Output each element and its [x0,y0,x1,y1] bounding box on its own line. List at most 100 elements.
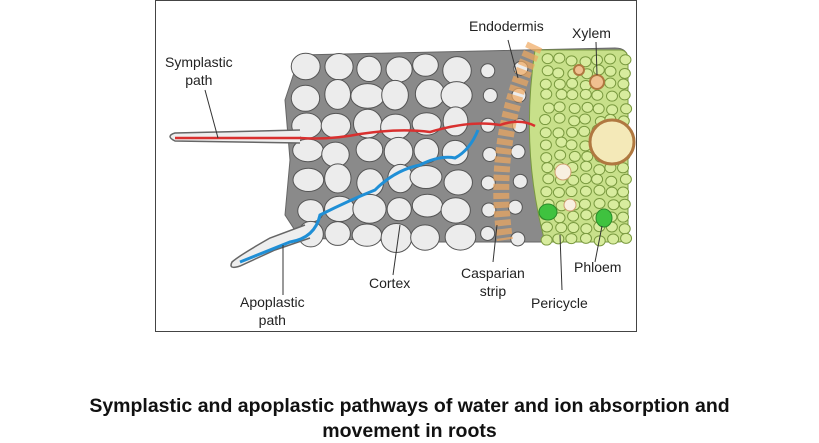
stele-cell [617,162,630,174]
casparian-strip [493,41,543,242]
stele-cell [607,199,620,211]
stele-cell [553,78,566,90]
cortex-cell [481,202,497,218]
stele-cell [605,90,618,102]
cortex-cell [386,197,412,222]
stele-cell [580,223,593,235]
stele-cell [578,198,591,210]
stele-cell [540,88,553,100]
cortex-cell [414,79,446,109]
stele-cell [604,53,617,65]
stele-cell [568,150,581,162]
stele-cell [539,127,552,139]
stele-cell [580,160,593,172]
stele-cell [540,186,553,198]
cortex-cell [411,112,442,136]
stele-cell [540,234,553,246]
cortex-cell [442,106,469,137]
stele-cell [553,101,566,113]
stele-cell [579,56,592,68]
label-endodermis: Endodermis [469,18,544,34]
stele-cell [579,185,592,197]
stele-cell [620,103,633,115]
cortex-cell [443,169,473,196]
cortex-cell [383,136,414,167]
cortex-cell [480,225,496,241]
label-pericycle: Pericycle [531,295,588,311]
stele-cell [606,104,619,116]
stele-cell [566,126,579,138]
stele-cell [618,198,631,210]
cortex-cell [352,193,387,224]
stele-cell [540,152,553,164]
stele-cell [578,113,591,125]
cortex-cell [324,78,352,110]
stele-cell [605,175,618,187]
stele-cell [579,232,592,244]
stele-cell [591,173,604,185]
stele-cell [555,136,568,148]
cortex-cell [355,137,384,163]
stele-cell [579,173,592,185]
stele-cell [555,88,568,100]
stele-cell [617,211,630,223]
cortex-cell [412,53,439,77]
cortex-cell [482,146,498,162]
stele-cell [553,52,566,64]
cortex-cell [321,141,350,168]
stele-cell [605,186,618,198]
stele-cell [565,233,578,245]
stele-cell [555,222,568,234]
cortex-cell [324,163,352,194]
stele-cell [566,89,579,101]
xylem-vessel [554,163,572,181]
cortex-cell [290,52,321,81]
cortex-cell [324,52,354,81]
label-casparian-strip: Casparian strip [461,265,525,299]
cortex-cell [510,231,526,247]
stele-cell [604,77,617,89]
cortex-cell [411,193,444,218]
cortex-cell [381,79,409,111]
phloem-cell [538,203,558,221]
stele-cell [578,125,591,137]
stele-cell [541,53,554,65]
stele-cell [619,54,632,66]
stele-cell [619,173,632,185]
xylem-vessel [573,64,585,76]
cortex-cell [350,83,385,109]
stele-cell [541,65,554,77]
stele-cell [567,210,580,222]
stele-cell [620,232,633,244]
stele-cell [539,78,552,90]
caption-line-2: movement in roots [322,420,497,442]
label-apoplastic-path: Apoplastic path [240,294,305,328]
stele-cell [593,184,606,196]
cortex-cell [351,223,383,247]
cortex-cell [356,55,382,83]
cortex-cell [292,167,325,193]
stele-cell [565,186,578,198]
cortex-cell [324,221,351,246]
stele-cell [565,55,578,67]
stele-cell [541,162,554,174]
stele-cell [542,173,555,185]
symplastic-pathway [175,120,536,140]
cortex-cell [385,56,413,83]
stele-cell [604,65,617,77]
diagram-frame [155,0,637,332]
stele-cell [552,187,565,199]
stele-cell [591,89,604,101]
label-pointers [204,39,603,295]
stele-cell [581,150,594,162]
cortex-cell [410,224,440,251]
stele-cell [593,164,606,176]
stele-cell [540,221,553,233]
stele-cell [579,88,592,100]
stele-cell [567,174,580,186]
stele-cell [607,233,620,245]
cortex-cell [409,164,443,190]
stele-cell [566,77,579,89]
stele-cell [554,149,567,161]
